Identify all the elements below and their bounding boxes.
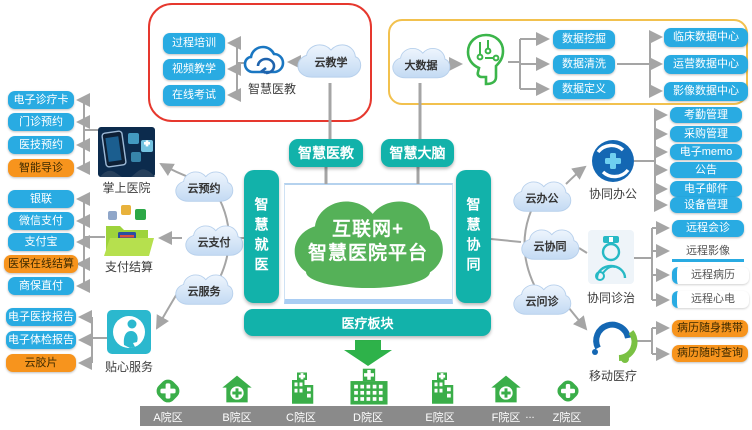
platform-cloud [294,201,443,288]
item-remote-medical-record: 远程病历 [672,267,749,284]
item-e-mail: 电子邮件 [670,181,742,197]
palm-hospital-label: 掌上医院 [102,181,151,195]
item-remote-ecg: 远程心电 [672,291,749,308]
campus-icon-house-b [222,375,252,403]
mobile-medical-icon [592,321,638,363]
campus-ellipsis: ... [525,409,535,421]
platform-title: 互联网+ 智慧医院平台 [288,218,448,266]
campus-icon-cross-a [156,379,180,403]
campus-label-z: Z院区 [552,412,582,424]
item-online-medicare-settlement: 医保在线结算 [4,255,78,273]
campus-icon-building-e [432,372,454,404]
item-process-training: 过程培训 [163,33,225,54]
item-commercial-insurance-pay: 商保直付 [8,277,74,295]
cloud-collaboration: 云协同 [534,239,567,253]
item-clinical-data-center: 临床数据中心 [664,28,748,47]
item-unionpay: 银联 [8,190,74,208]
edu-icon-label: 智慧医教 [248,82,297,96]
edu-cluster-frame [148,3,372,122]
caring-service-label: 贴心服务 [105,360,154,374]
item-alipay: 支付宝 [8,233,74,251]
item-e-medtech-report: 电子医技报告 [6,308,76,326]
item-equipment-mgmt: 设备管理 [670,197,742,213]
cloud-appointment: 云预约 [188,181,221,195]
item-operation-data-center: 运营数据中心 [664,55,748,74]
platform-title-line2: 智慧医院平台 [307,242,428,264]
item-e-checkup-report: 电子体检报告 [6,331,76,349]
campus-label-e: E院区 [425,412,455,424]
item-online-exam: 在线考试 [163,85,225,106]
cloud-office: 云办公 [526,191,559,205]
payment-folder-icon [104,205,154,256]
doctor-icon [588,230,634,284]
campus-icon-hospital-d [350,368,388,405]
left-bar-smart-treatment: 智慧就医 [244,170,279,303]
campus-label-f: F院区 [491,412,521,424]
item-wechat-pay: 微信支付 [8,212,74,230]
cloud-bigdata: 大数据 [405,58,438,72]
mobile-medical-label: 移动医疗 [589,369,638,383]
campus-label-b: B院区 [222,412,252,424]
campus-icon-building-c [292,372,314,404]
office-label: 协同办公 [589,187,638,201]
item-record-query: 病历随时查询 [672,345,748,362]
item-video-teaching: 视频教学 [163,59,225,80]
item-record-portable: 病历随身携带 [672,320,748,337]
campus-icon-cross-z [557,380,579,402]
platform-title-line1: 互联网+ [331,219,405,240]
item-medtech-appointment: 医技预约 [8,136,74,154]
cloud-payment: 云支付 [198,235,231,249]
item-smart-guidance: 智能导诊 [8,159,74,177]
item-procurement-mgmt: 采购管理 [670,126,742,142]
item-attendance-mgmt: 考勤管理 [670,107,742,123]
cloud-shapes: 云教学 大数据 云预约 云支付 云服务 云办公 云协同 云问诊 [175,44,580,315]
campus-icon-house-f [491,375,521,403]
payment-settlement-label: 支付结算 [104,260,153,274]
cloud-service: 云服务 [188,284,222,298]
edu-block: 智慧医教 [289,139,363,167]
diagnosis-label: 协同诊治 [587,291,636,305]
item-e-treatment-card: 电子诊疗卡 [8,91,74,109]
campus-bar [140,406,610,426]
campus-label-a: A院区 [153,412,183,424]
item-remote-imaging: 远程影像 [672,243,744,262]
item-data-mining: 数据挖掘 [553,30,615,49]
item-data-cleaning: 数据清洗 [553,55,615,74]
ai-head-icon [466,33,505,86]
item-announcement: 公告 [670,162,742,178]
medical-block-bar: 医疗板块 [244,309,491,336]
cloud-inquiry: 云问诊 [526,294,560,308]
item-outpatient-appointment: 门诊预约 [8,113,74,131]
down-arrow [344,340,392,366]
cloud-edu: 云教学 [315,55,348,69]
caring-service-icon [107,310,151,354]
item-cloud-film: 云胶片 [6,354,76,372]
item-remote-consultation: 远程会诊 [672,220,744,237]
office-swirl-icon [592,140,634,182]
cloud-sync-icon [243,45,285,75]
item-data-definition: 数据定义 [553,80,615,99]
item-e-memo: 电子memo [670,144,742,160]
right-bar-smart-collaboration: 智慧协同 [456,170,491,303]
campus-label-d: D院区 [353,412,383,424]
campus-label-c: C院区 [286,412,316,424]
brain-block: 智慧大脑 [381,139,454,167]
item-imaging-data-center: 影像数据中心 [664,82,748,101]
palm-hospital-icon [98,127,155,177]
